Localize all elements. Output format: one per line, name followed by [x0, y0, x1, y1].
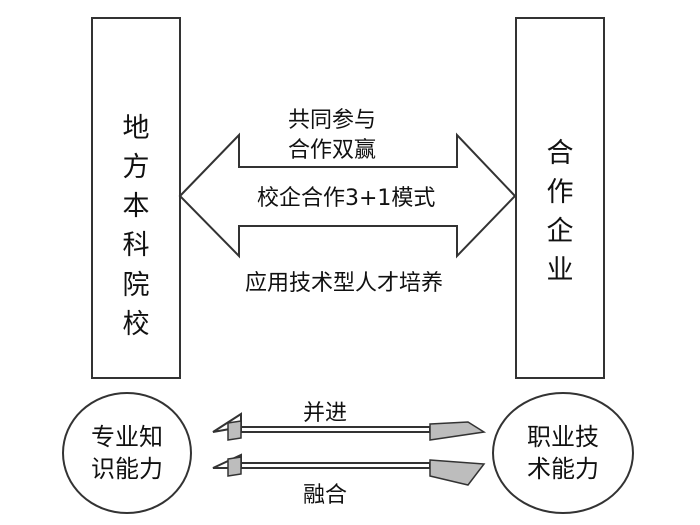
right-block: 合作企业 [515, 17, 605, 379]
lower-arrow-left-cap [227, 456, 242, 477]
arrow-top-label-line1: 共同参与 [288, 108, 377, 133]
upper-arrow-shaft [240, 426, 431, 433]
right-circle: 职业技 术能力 [492, 392, 634, 514]
lower-arrow-shaft [240, 462, 431, 469]
left-block: 地方本科院校 [91, 17, 181, 379]
upper-small-arrow [212, 412, 487, 441]
left-block-label: 地方本科院校 [122, 113, 150, 340]
upper-arrow-tail [429, 421, 487, 441]
lower-arrow-tail [429, 459, 486, 486]
lower-small-arrow [212, 453, 486, 486]
left-circle: 专业知 识能力 [62, 392, 192, 514]
big-double-arrow [178, 132, 517, 259]
left-circle-label: 专业知 识能力 [91, 422, 163, 483]
right-circle-label: 职业技 术能力 [527, 422, 599, 483]
right-block-label: 合作企业 [546, 138, 574, 287]
arrow-bottom-label: 应用技术型人才培养 [245, 271, 444, 296]
small-arrow-top-label: 并进 [303, 401, 348, 426]
arrow-middle-label: 校企合作3+1模式 [257, 186, 436, 211]
small-arrow-bottom-label: 融合 [303, 483, 348, 508]
upper-arrow-left-cap [227, 420, 242, 441]
arrow-top-label-line2: 合作双赢 [288, 138, 377, 163]
